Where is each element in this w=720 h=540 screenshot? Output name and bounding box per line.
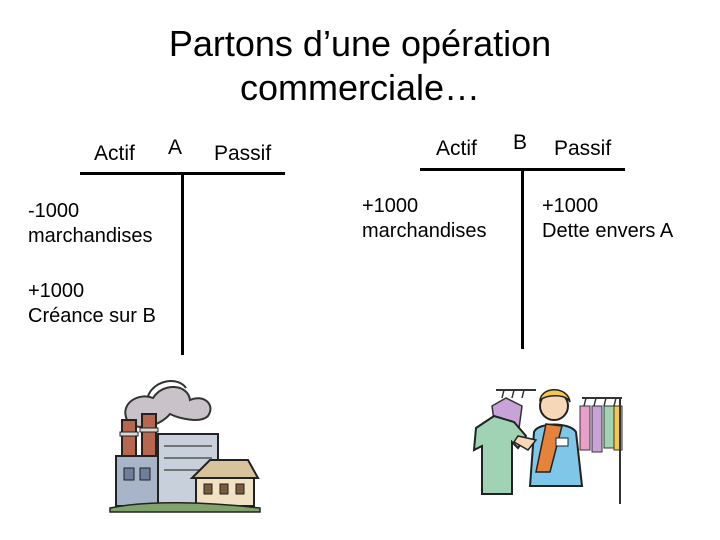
entry-amount: +1000 [542,195,599,217]
clothing-shop-icon [466,376,626,508]
account-a-name: A [168,136,183,159]
entry-label: marchandises [362,220,487,242]
account-b-vertical-rule [521,168,524,349]
account-b-passif-header: Passif [554,137,612,160]
entry-label: marchandises [28,225,153,247]
account-a-actif-header: Actif [94,142,135,165]
account-b-left-entry: +1000 marchandises [362,194,487,244]
account-b-right-entry: +1000 Dette envers A [542,194,673,244]
entry-amount: +1000 [362,195,419,217]
slide-title: Partons d’une opération commerciale… [0,22,720,110]
account-a-passif-header: Passif [214,142,272,165]
account-b-actif-header: Actif [436,137,477,160]
entry-amount: -1000 [28,200,80,222]
account-a-left-entry: -1000 marchandises [28,199,153,249]
slide-title-line1: Partons d’une opération [168,23,552,64]
entry-label: Créance sur B [28,305,156,327]
factory-icon [108,374,263,514]
account-b-name: B [513,131,528,154]
account-a-vertical-rule [181,172,184,355]
account-a-left-entry: +1000 Créance sur B [28,279,156,329]
entry-label: Dette envers A [542,220,674,242]
entry-amount: +1000 [28,280,85,302]
slide-title-line2: commerciale… [239,67,481,108]
